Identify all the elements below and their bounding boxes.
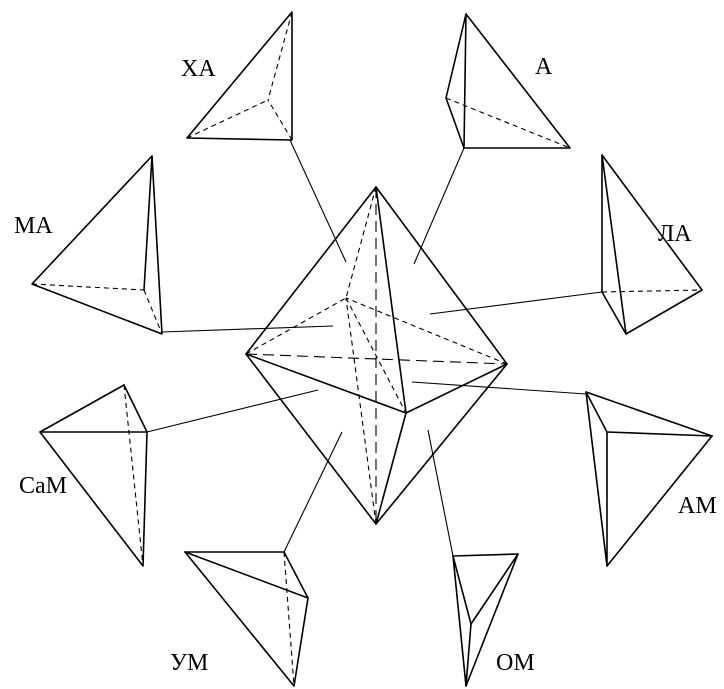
connector-la: [429, 291, 603, 315]
label-xa: ХА: [181, 56, 216, 82]
connector-xa: [289, 139, 347, 263]
central-octahedron: [245, 186, 508, 525]
tetrahedron-ma: [31, 155, 163, 335]
tetrahedron-xa: [186, 11, 293, 141]
connector-a: [413, 147, 465, 265]
connector-cam: [146, 389, 319, 433]
tetrahedron-cam: [39, 384, 148, 567]
connector-om: [427, 429, 454, 557]
tetrahedron-om: [452, 553, 519, 687]
connector-am: [411, 381, 587, 395]
tetrahedron-a: [445, 13, 571, 149]
label-la: ЛА: [658, 221, 692, 247]
label-am: АМ: [678, 493, 717, 519]
label-cam: СаМ: [19, 473, 67, 499]
label-ma: МА: [14, 213, 53, 239]
tetrahedron-la: [601, 154, 703, 335]
tetrahedron-am: [585, 391, 713, 567]
label-om: ОМ: [496, 650, 535, 676]
label-ym: УМ: [170, 650, 208, 676]
connector-ma: [161, 325, 334, 333]
connector-ym: [283, 431, 343, 553]
connector-lines: [146, 139, 603, 557]
tetrahedron-ym: [184, 551, 309, 687]
label-a: А: [535, 54, 553, 80]
